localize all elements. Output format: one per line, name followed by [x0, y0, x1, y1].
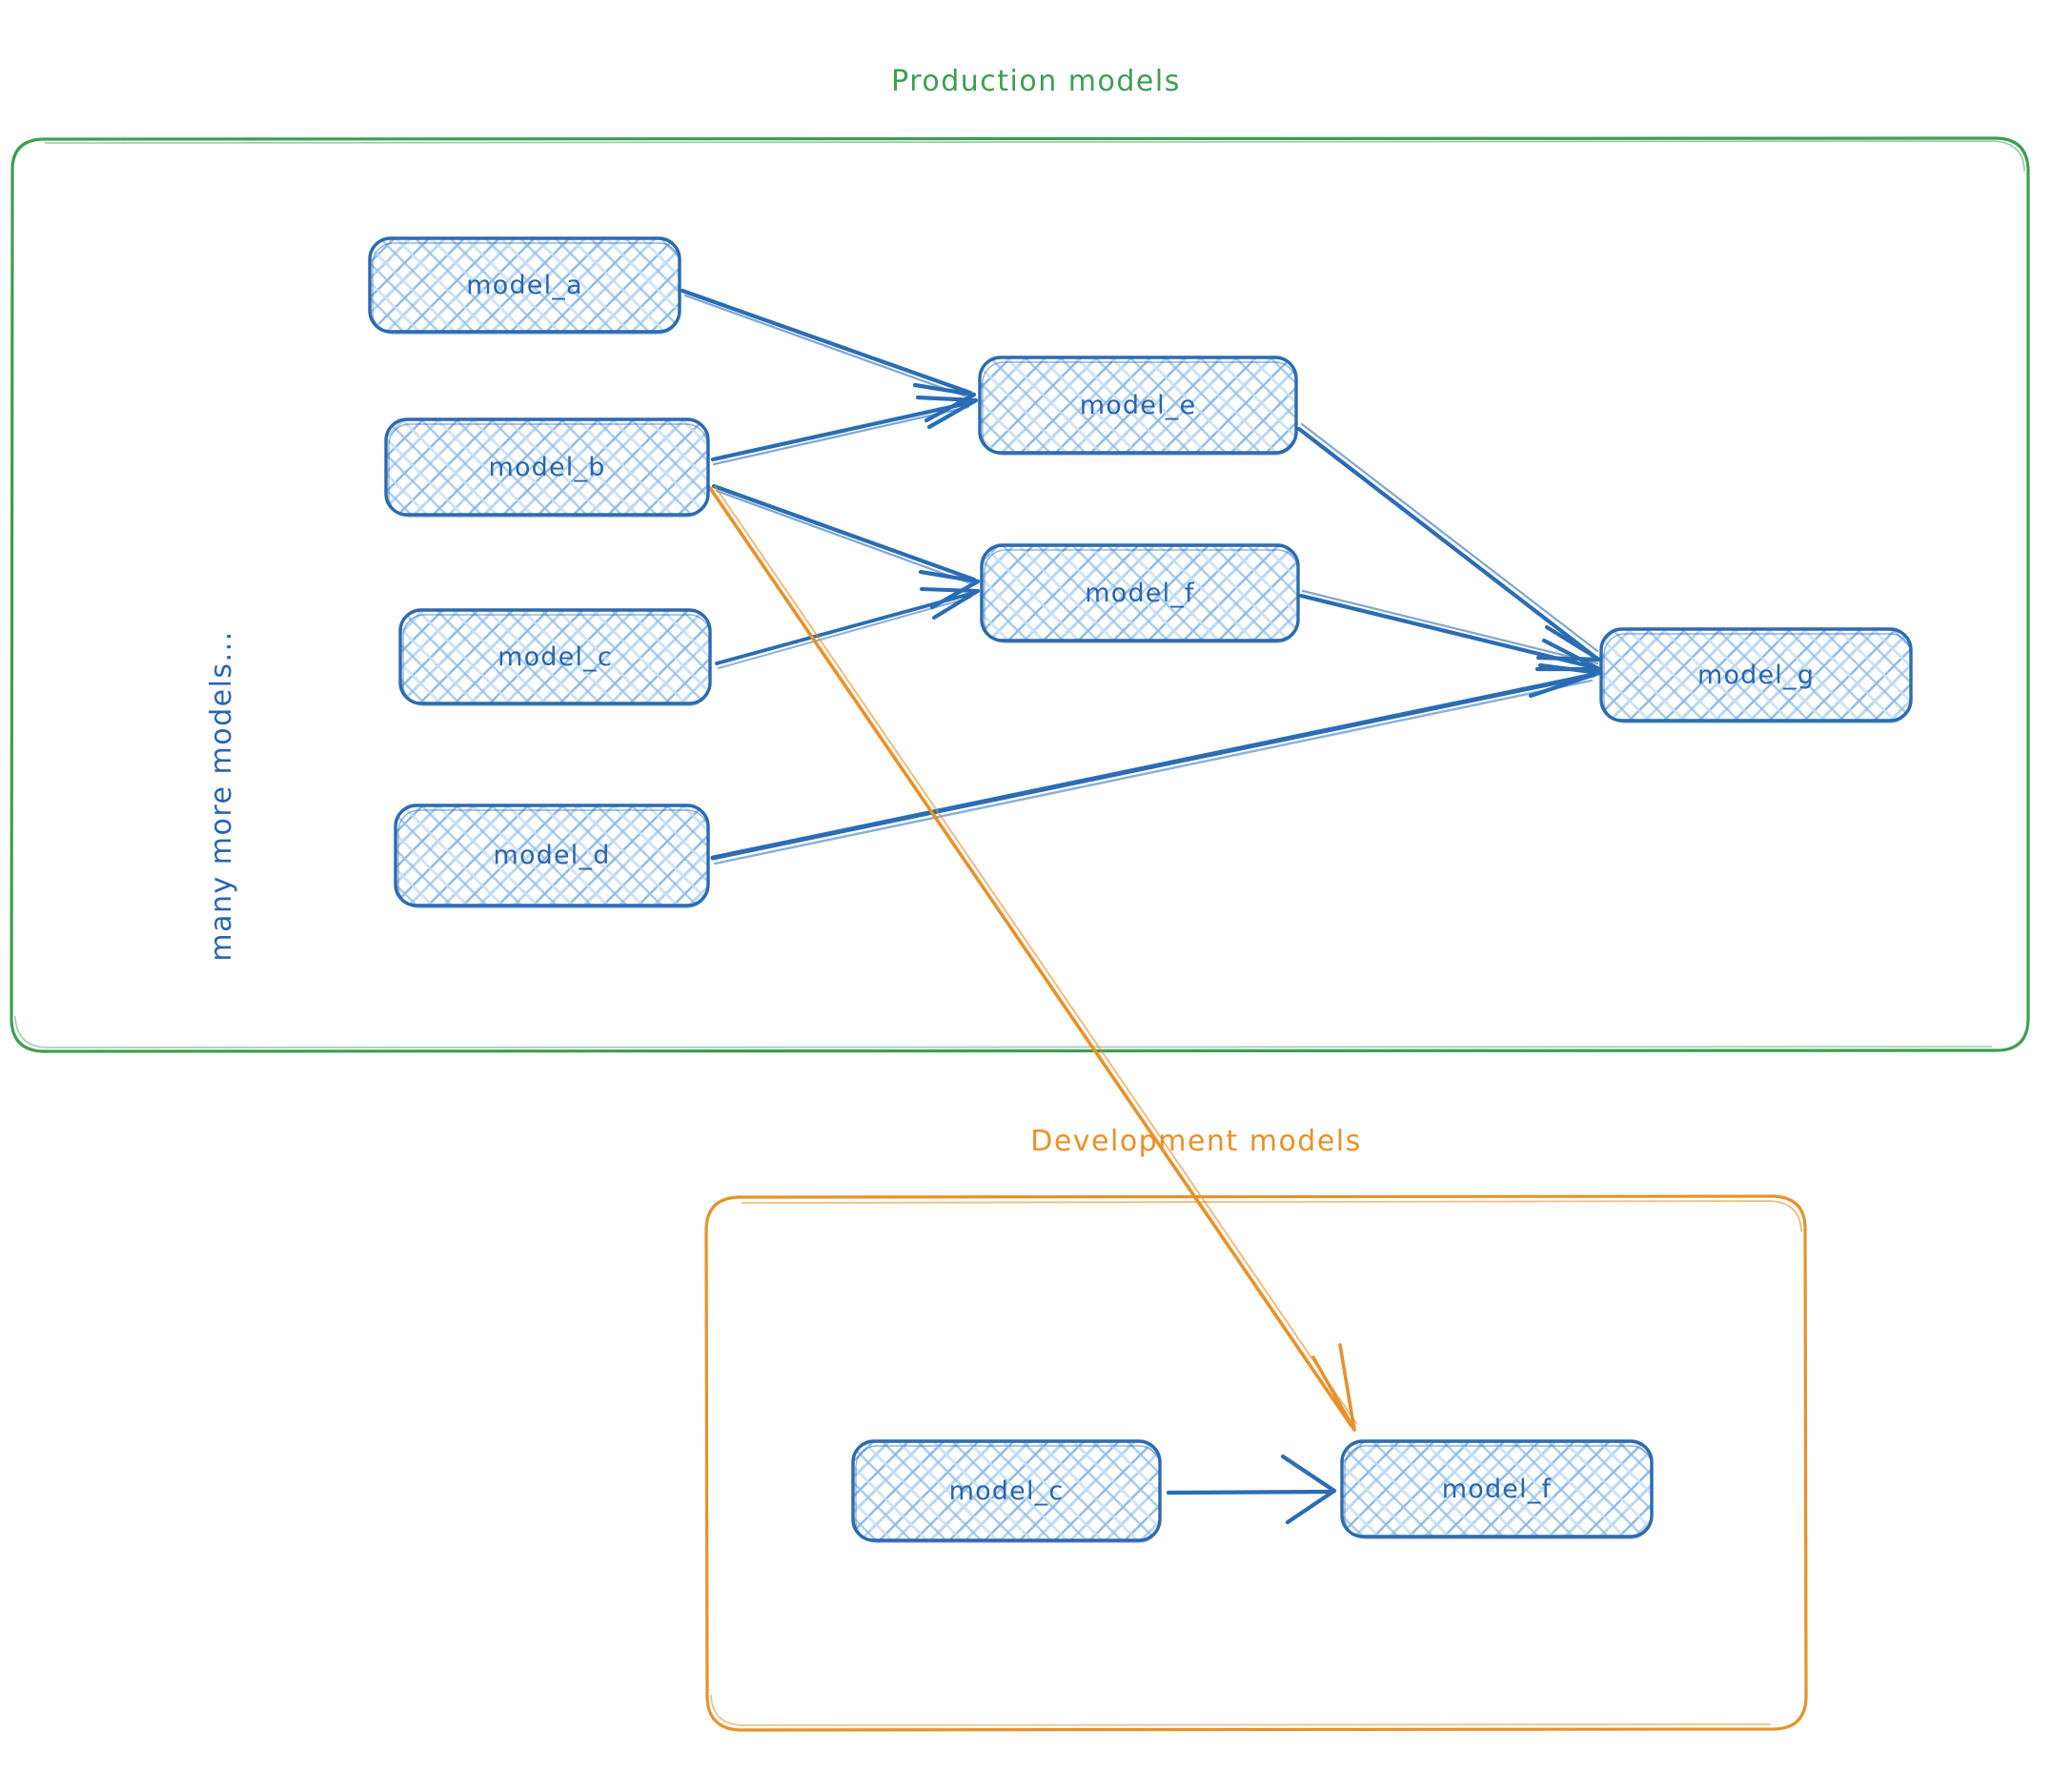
edge-dev-model-c-to-dev-model-f: [1166, 1454, 1337, 1525]
edge-model-a-to-model-e: [680, 288, 977, 423]
node-prod-model-f[interactable]: [980, 543, 1300, 643]
edge-model-e-to-model-g: [1296, 422, 1602, 662]
node-prod-model-g[interactable]: [1599, 627, 1913, 723]
edge-model-c-to-model-f: [715, 587, 980, 669]
edge-model-d-to-model-g: [710, 662, 1602, 865]
node-layer: [368, 236, 1913, 1543]
node-prod-model-c[interactable]: [398, 608, 712, 706]
edge-prod-model-b-to-dev-model-f: [708, 485, 1357, 1432]
group-container-development: [704, 1194, 1808, 1732]
node-prod-model-d[interactable]: [394, 804, 710, 908]
node-prod-model-b[interactable]: [384, 417, 710, 518]
node-dev-model-f[interactable]: [1340, 1439, 1654, 1539]
edge-layer: [680, 288, 1602, 1525]
edge-model-b-to-model-e: [710, 395, 979, 466]
node-prod-model-a[interactable]: [368, 236, 681, 335]
group-container-production: [10, 136, 2030, 1053]
node-dev-model-c[interactable]: [851, 1439, 1162, 1543]
node-prod-model-e[interactable]: [978, 356, 1298, 456]
